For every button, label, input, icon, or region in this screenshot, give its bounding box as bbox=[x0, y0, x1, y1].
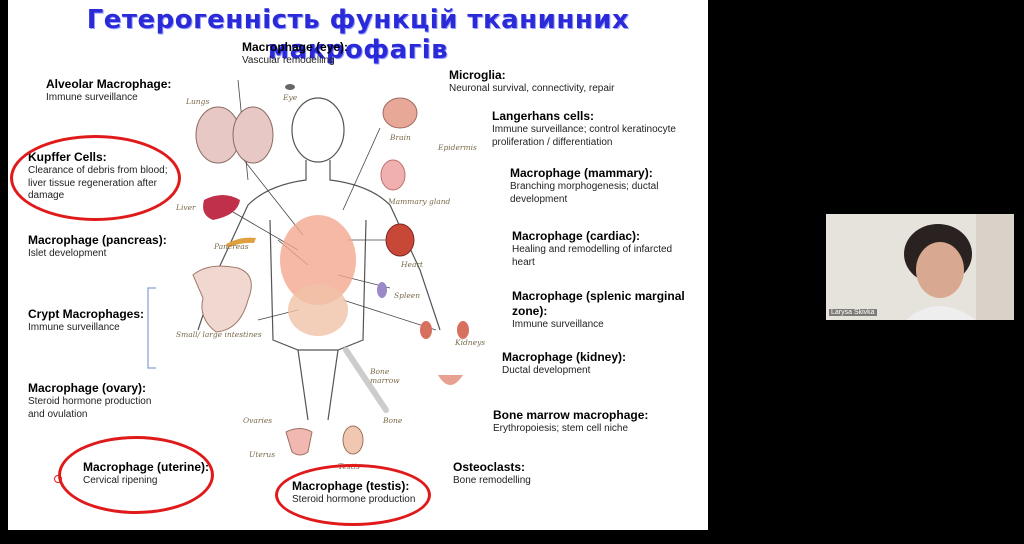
participant-shoulders bbox=[906, 306, 976, 320]
label-microglia: Microglia: Neuronal survival, connectivi… bbox=[449, 68, 615, 94]
intestines-drawing bbox=[192, 265, 252, 333]
organ-label-mammary: Mammary gland bbox=[388, 197, 451, 206]
anatomy-illustration bbox=[147, 79, 469, 456]
participant-video-tile[interactable]: Larysa Skivka bbox=[826, 214, 1014, 320]
organ-label-brain: Brain bbox=[390, 133, 411, 142]
organ-label-epidermis: Epidermis bbox=[438, 143, 477, 152]
organ-label-heart: Heart bbox=[401, 260, 424, 269]
label-kidney: Macrophage (kidney): Ductal development bbox=[502, 350, 627, 376]
label-splenic: Macrophage (splenic marginal zone): Immu… bbox=[512, 289, 685, 330]
organ-label-uterus: Uterus bbox=[249, 450, 276, 459]
pointer-dot bbox=[54, 475, 62, 483]
organ-label-pancreas: Pancreas bbox=[214, 242, 249, 251]
organ-label-kidneys: Kidneys bbox=[455, 338, 486, 347]
highlight-oval-uterine bbox=[58, 436, 214, 514]
body-outline bbox=[197, 97, 441, 421]
lungs-right bbox=[232, 106, 274, 164]
spleen-drawing bbox=[377, 282, 387, 298]
organ-label-bone: Bone bbox=[383, 416, 403, 425]
organ-label-intestines: Small/ large intestines bbox=[176, 330, 262, 339]
label-cardiac: Macrophage (cardiac): Healing and remode… bbox=[512, 229, 673, 268]
brain-drawing bbox=[382, 97, 418, 129]
label-crypt: Crypt Macrophages: Immune surveillance bbox=[28, 307, 145, 333]
organ-label-liver: Liver bbox=[176, 203, 196, 212]
organ-label-spleen: Spleen bbox=[394, 291, 421, 300]
kidney-right bbox=[457, 321, 469, 339]
bone-drawing bbox=[343, 347, 389, 413]
participant-name: Larysa Skivka bbox=[829, 309, 877, 316]
uterus-drawing bbox=[285, 428, 313, 456]
testis-drawing bbox=[342, 425, 364, 455]
participant-video-feed bbox=[826, 214, 1014, 320]
organ-label-lungs: Lungs bbox=[186, 97, 210, 106]
label-langerhans: Langerhans cells: Immune surveillance; c… bbox=[492, 109, 676, 148]
presentation-slide: Гетерогенність функцій тканинних макрофа… bbox=[8, 0, 708, 530]
label-osteoclasts: Osteoclasts: Bone remodelling bbox=[453, 460, 531, 486]
torso-organs bbox=[280, 215, 356, 305]
bladder-drawing bbox=[438, 375, 463, 385]
organ-label-ovaries: Ovaries bbox=[243, 416, 273, 425]
organ-label-eye: Eye bbox=[283, 93, 298, 102]
heart-drawing bbox=[385, 223, 415, 257]
label-ovary: Macrophage (ovary): Steroid hormone prod… bbox=[28, 381, 152, 420]
participant-face bbox=[916, 242, 964, 298]
highlight-oval-testis bbox=[275, 464, 431, 526]
label-bone-marrow: Bone marrow macrophage: Erythropoiesis; … bbox=[493, 408, 649, 434]
crypt-bracket bbox=[147, 287, 156, 369]
slide-title: Гетерогенність функцій тканинних макрофа… bbox=[86, 5, 630, 65]
pancreas-drawing bbox=[226, 237, 256, 248]
organ-label-bone-marrow: Bone marrow bbox=[370, 367, 400, 385]
label-alveolar: Alveolar Macrophage: Immune surveillance bbox=[46, 77, 172, 103]
eye-drawing bbox=[285, 84, 295, 90]
mammary-drawing bbox=[380, 159, 406, 191]
highlight-oval-kupffer bbox=[10, 135, 181, 221]
liver-drawing bbox=[203, 195, 240, 220]
abdomen-organs bbox=[288, 284, 348, 336]
kidney-left bbox=[420, 321, 432, 339]
label-pancreas: Macrophage (pancreas): Islet development bbox=[28, 233, 167, 259]
label-eye: Macrophage (eye): Vascular remodelling bbox=[242, 40, 349, 66]
label-mammary: Macrophage (mammary): Branching morphoge… bbox=[510, 166, 659, 205]
